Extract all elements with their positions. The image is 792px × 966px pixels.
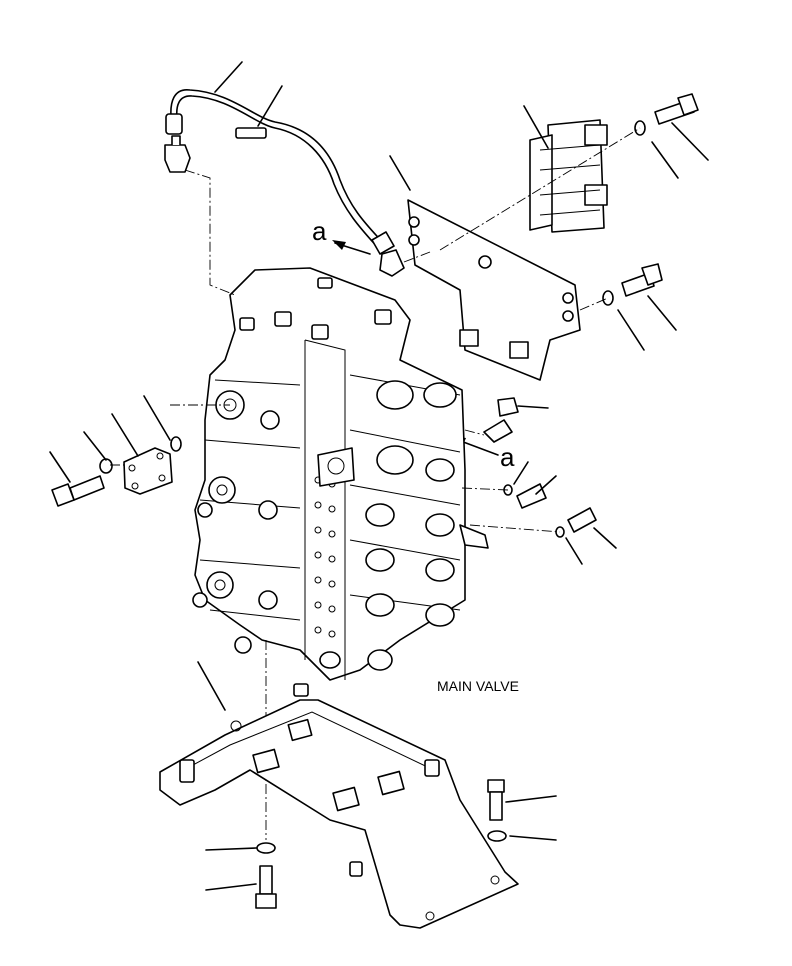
callout-leaders <box>49 61 709 891</box>
main-valve-body <box>192 267 489 681</box>
mounting-plate <box>407 199 581 381</box>
hose-clamp <box>235 127 267 139</box>
cover-plate-left <box>123 436 182 495</box>
view-marker-a-top: a <box>312 216 327 246</box>
bolt-bottom-right <box>487 779 507 842</box>
hose-assembly <box>164 89 405 277</box>
sensor-elbow <box>483 419 513 443</box>
base-bracket <box>159 683 519 929</box>
plug-right <box>497 397 519 417</box>
bolt-middle-right <box>602 263 663 306</box>
main-valve-label: MAIN VALVE <box>437 678 519 694</box>
view-marker-top: a <box>312 216 371 255</box>
sensor-fitting-1 <box>503 483 547 509</box>
view-marker-a-bottom: a <box>500 442 515 472</box>
sensor-fitting-2 <box>555 507 597 538</box>
bolt-bottom-left <box>255 842 277 909</box>
bolt-left <box>51 458 113 507</box>
sensor-bracket <box>529 119 608 233</box>
bolt-upper-right <box>634 93 699 136</box>
valve-port-holes <box>314 476 336 638</box>
right-spools <box>319 380 489 671</box>
